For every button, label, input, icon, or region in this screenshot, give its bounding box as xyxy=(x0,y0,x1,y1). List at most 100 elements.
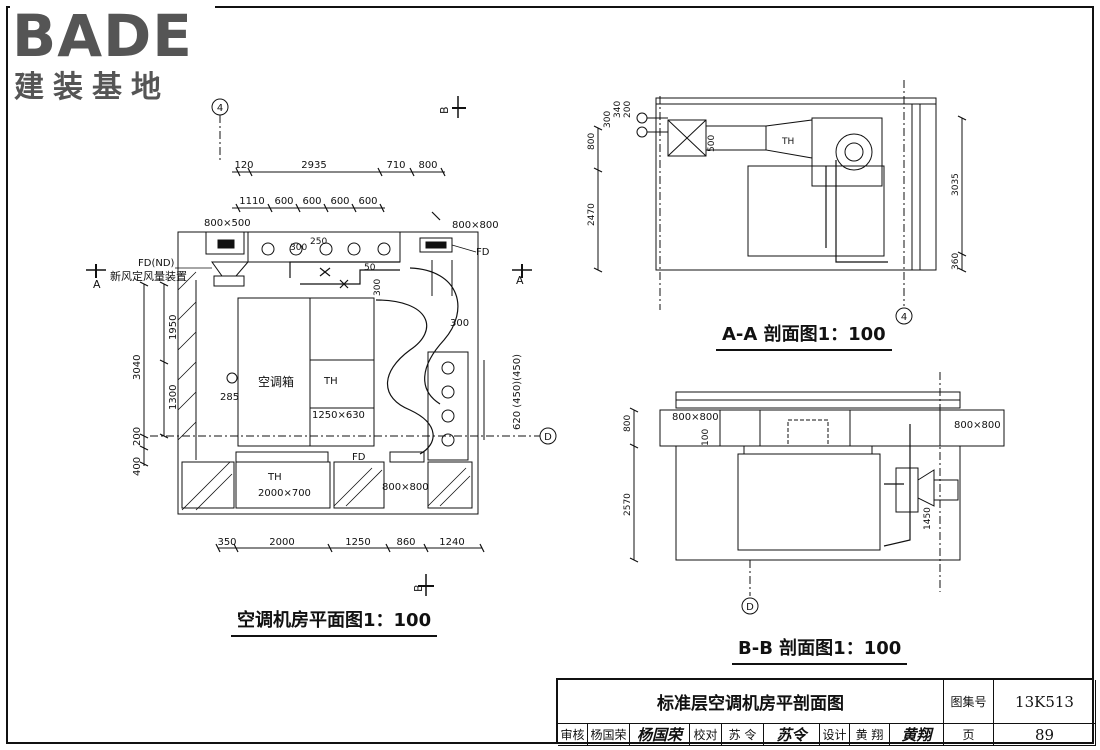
aa-room-outline xyxy=(655,97,937,271)
aa-dim-340: 340 xyxy=(613,101,623,118)
dim-top2-600b: 600 xyxy=(302,196,321,207)
aa-dim-200: 200 xyxy=(623,101,633,118)
check-label: 校对 xyxy=(690,724,722,746)
aa-dim-3035: 3035 xyxy=(951,173,961,196)
bb-dim-100: 100 xyxy=(701,429,711,446)
label-fd-bottom: FD xyxy=(352,452,366,463)
aa-dim-360: 360 xyxy=(951,253,961,270)
bb-label-800x800-left: 800×800 xyxy=(672,412,719,423)
bb-dim-2570: 2570 xyxy=(623,493,633,516)
title-block: 标准层空调机房平剖面图 图集号 13K513 审核 杨国荣 杨国荣 校对 苏 令… xyxy=(556,678,1096,746)
dim-left-1950: 1950 xyxy=(168,315,179,340)
label-2000x700: 2000×700 xyxy=(258,488,311,499)
axis-bubble-d xyxy=(539,427,557,445)
dim-left-400: 400 xyxy=(132,457,143,476)
section-bb-view: 800×800 800×800 D 800 100 2570 1450 xyxy=(623,372,1005,615)
dim-top-800: 800 xyxy=(418,160,437,171)
fresh-air-duct xyxy=(205,231,245,255)
aa-axis-label-4: 4 xyxy=(901,312,907,323)
aa-fan-box xyxy=(811,117,883,187)
aa-dim-500: 500 xyxy=(707,135,717,152)
designer-signature: 黄翔 xyxy=(890,724,944,746)
atlas-label: 图集号 xyxy=(944,680,994,724)
axis-label-4: 4 xyxy=(217,103,223,114)
bb-axis-bubble-d xyxy=(741,597,759,615)
bb-ahu-body xyxy=(737,453,881,551)
duct-2000x700 xyxy=(235,461,331,509)
section-mark-a-right: A xyxy=(516,274,524,287)
aa-label-th: TH xyxy=(781,137,794,147)
section-mark-a-left: A xyxy=(93,278,101,291)
ahu-body xyxy=(237,297,375,447)
review-label: 审核 xyxy=(558,724,588,746)
section-mark-b-bottom: B xyxy=(412,584,425,592)
label-800x800-top: 800×800 xyxy=(452,220,499,231)
return-duct-curve-b xyxy=(409,267,459,405)
bb-axis-label-d: D xyxy=(746,602,754,613)
logo-mark: BADE xyxy=(12,2,193,70)
axis-label-d: D xyxy=(544,432,552,443)
dim-bottom-1250: 1250 xyxy=(345,537,370,548)
dim-top2-600a: 600 xyxy=(274,196,293,207)
dim-top2-600c: 600 xyxy=(330,196,349,207)
right-diffuser-area xyxy=(427,351,469,461)
bottom-duct xyxy=(235,451,329,463)
label-th-bottom: TH xyxy=(267,472,282,483)
diffusers-top xyxy=(261,242,391,256)
aa-dim-2470: 2470 xyxy=(587,203,597,226)
label-800x500: 800×500 xyxy=(204,218,251,229)
shaft-right xyxy=(427,461,473,509)
label-fresh-air-device: 新风定风量装置 xyxy=(110,269,187,283)
dim-300-inner: 300 xyxy=(290,243,307,253)
label-ahu: 空调箱 xyxy=(258,374,294,389)
bb-dim-800: 800 xyxy=(623,415,633,432)
reviewer-name: 杨国荣 xyxy=(588,724,630,746)
bb-fan-box xyxy=(895,467,919,513)
dim-top-2935: 2935 xyxy=(301,160,326,171)
dim-left-200: 200 xyxy=(132,427,143,446)
aa-piping xyxy=(825,160,888,263)
label-fd-right: FD xyxy=(476,247,490,258)
bb-label-800x800-right: 800×800 xyxy=(954,420,1001,431)
fresh-air-damper xyxy=(217,239,235,249)
aa-axis-bubble-4 xyxy=(895,307,913,325)
page-number: 89 xyxy=(994,724,1096,746)
diffusers-right xyxy=(441,361,455,447)
dim-bottom-1240: 1240 xyxy=(439,537,464,548)
dim-top-710: 710 xyxy=(386,160,405,171)
checker-name: 苏 令 xyxy=(722,724,764,746)
atlas-number: 13K513 xyxy=(994,680,1096,724)
piping-plan xyxy=(289,261,400,289)
reviewer-signature: 杨国荣 xyxy=(630,724,690,746)
dim-300-vertical: 300 xyxy=(373,279,383,296)
dim-left-3040: 3040 xyxy=(132,355,143,380)
designer-name: 黄 翔 xyxy=(850,724,890,746)
aa-dim-800: 800 xyxy=(587,133,597,150)
sensor-left xyxy=(226,372,238,384)
axis-bubble-4 xyxy=(211,98,229,116)
dim-50-inner: 50 xyxy=(364,263,376,273)
design-label: 设计 xyxy=(820,724,850,746)
section-aa-view: TH 4 800 2470 300 340 200 500 3035 360 xyxy=(587,80,967,325)
shaft-mid xyxy=(333,461,385,509)
return-duct-curve-a xyxy=(375,299,434,455)
aa-ahu-body xyxy=(747,165,885,257)
dim-left-1300: 1300 xyxy=(168,385,179,410)
logo-subtitle: 建装基地 xyxy=(14,70,170,105)
fresh-air-device-symbol xyxy=(211,261,250,277)
bade-logo: BADE 建装基地 xyxy=(10,4,215,108)
label-800x800-bottom: 800×800 xyxy=(382,482,429,493)
checker-signature: 苏令 xyxy=(764,724,820,746)
dim-300-right: 300 xyxy=(450,318,469,329)
drawing-frame xyxy=(6,6,1094,744)
bb-dim-1450: 1450 xyxy=(923,507,933,530)
dim-bottom-860: 860 xyxy=(396,537,415,548)
shaft-left xyxy=(181,461,235,509)
label-1250x630: 1250×630 xyxy=(312,410,365,421)
dim-bottom-350: 350 xyxy=(217,537,236,548)
dim-bottom-2000: 2000 xyxy=(269,537,294,548)
section-bb-caption: B-B 剖面图1：100 xyxy=(731,634,908,665)
label-fd-nd: FD(ND) xyxy=(138,258,175,269)
ahu-transition xyxy=(309,359,375,409)
